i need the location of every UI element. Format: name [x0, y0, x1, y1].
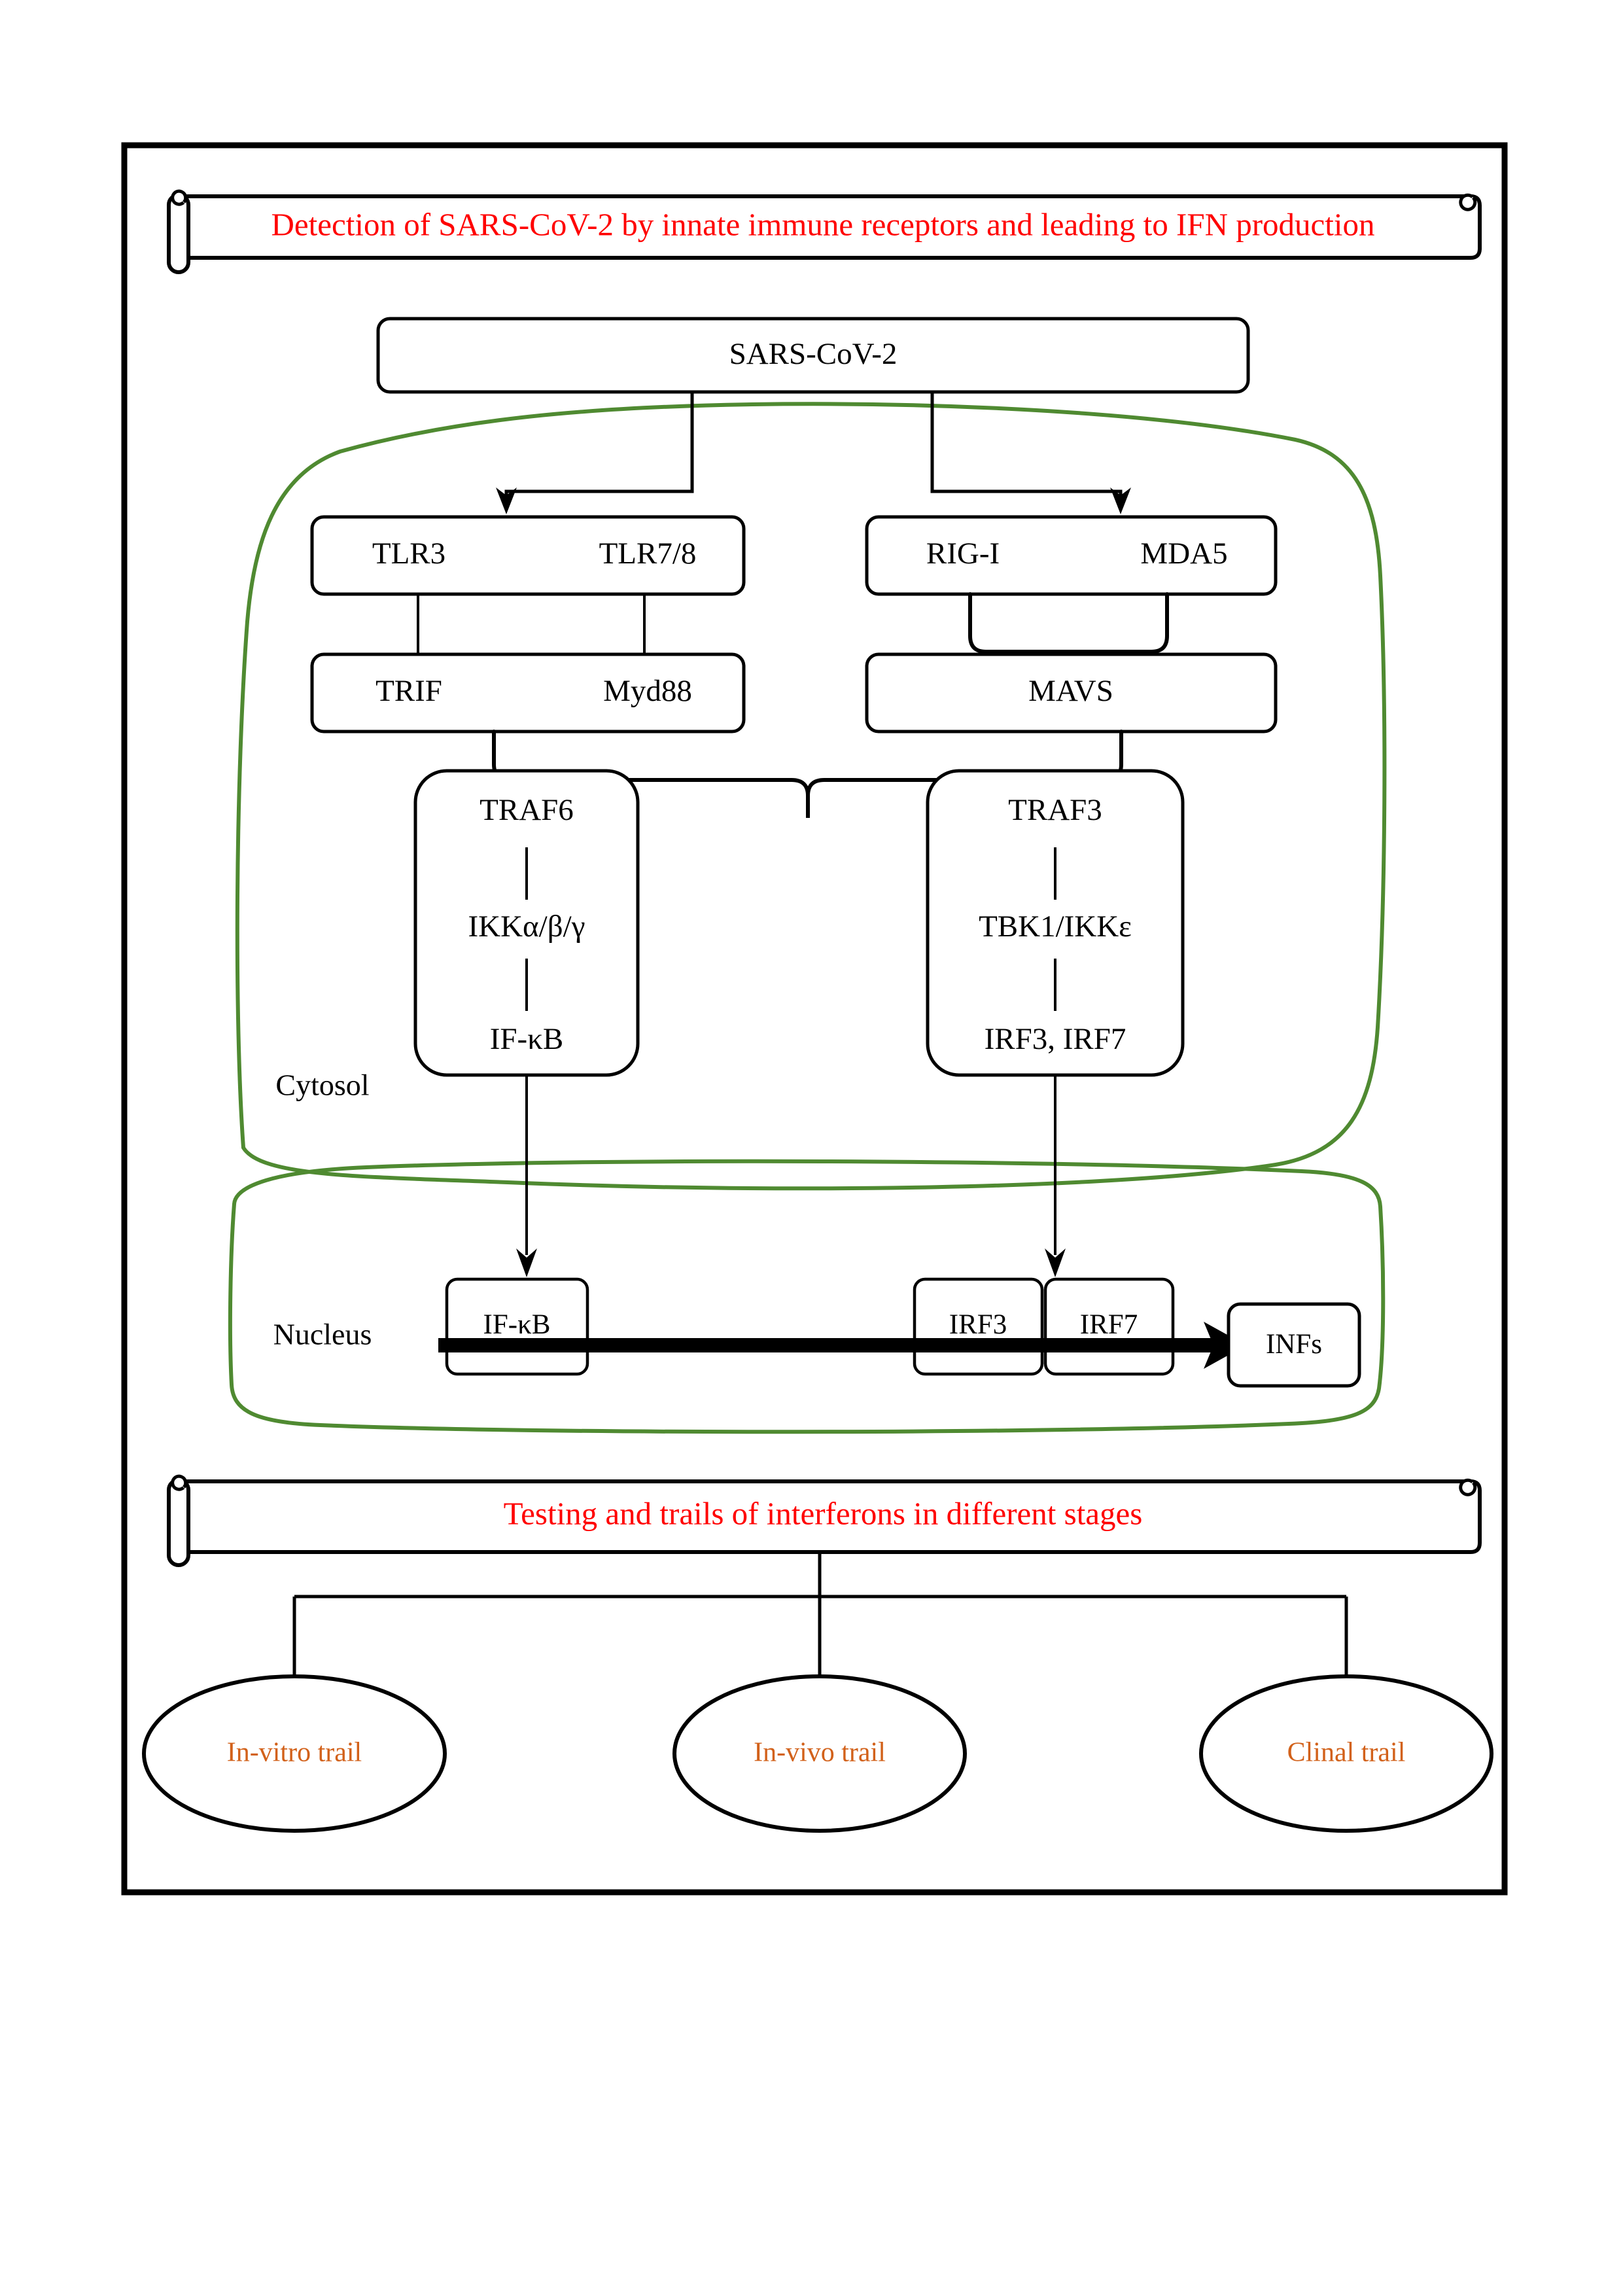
bottom-banner-left-curl	[167, 1478, 190, 1567]
bottom-banner-right-curl	[1459, 1478, 1477, 1496]
arrowhead-virus-to-tlr	[496, 487, 517, 514]
trial-ellipse-in-vivo[interactable]	[672, 1674, 967, 1833]
top-banner-label: Detection of SARS-CoV-2 by innate immune…	[271, 206, 1374, 242]
connector-virus-to-rlr	[930, 392, 1123, 496]
node-rigi-label: RIG-I	[926, 537, 1000, 571]
trial-label-in-vitro: In-vitro trail	[227, 1738, 362, 1768]
node-sars-cov-2-label: SARS-CoV-2	[729, 337, 898, 371]
node-traf3-label: TRAF3	[1008, 793, 1102, 827]
node-myd88-label: Myd88	[603, 674, 692, 708]
brace-rlr-to-mavs	[968, 592, 1169, 654]
node-cyto-irf-label: IRF3, IRF7	[985, 1022, 1126, 1056]
trial-ellipse-in-vitro[interactable]	[142, 1674, 447, 1833]
top-banner-left-curl-inner	[171, 189, 188, 206]
node-infs-label: INFs	[1266, 1329, 1322, 1360]
node-mavs[interactable]	[865, 652, 1278, 733]
node-nucleus-nfkb-label: IF-κB	[483, 1309, 551, 1340]
bottom-banner: Testing and trails of interferons in dif…	[167, 1474, 1482, 1567]
node-adaptors[interactable]	[310, 652, 746, 733]
top-banner-right-curl	[1459, 193, 1477, 211]
trial-label-in-vivo: In-vivo trail	[754, 1738, 886, 1768]
bottom-banner-label: Testing and trails of interferons in dif…	[504, 1495, 1143, 1531]
node-mavs-label: MAVS	[1028, 674, 1113, 708]
outer-frame	[121, 142, 1508, 1896]
cytosol-label: Cytosol	[275, 1069, 369, 1102]
transcription-arrow-head	[1204, 1322, 1246, 1369]
node-nucleus-irf3-label: IRF3	[949, 1309, 1007, 1340]
top-banner: Detection of SARS-CoV-2 by innate immune…	[167, 189, 1482, 274]
nucleus-membrane	[228, 1159, 1386, 1434]
node-nucleus-irf7-label: IRF7	[1080, 1309, 1138, 1340]
arrowhead-nfkb-to-nucleus	[516, 1248, 537, 1277]
nucleus-label: Nucleus	[273, 1318, 372, 1351]
arrowhead-irf-to-nucleus	[1045, 1248, 1066, 1277]
arrowhead-virus-to-rlr	[1110, 487, 1131, 514]
node-rlr-receptors[interactable]	[865, 515, 1278, 596]
node-infs[interactable]	[1227, 1302, 1361, 1388]
trial-label-clinical: Clinal trail	[1287, 1738, 1406, 1768]
node-trif-label: TRIF	[375, 674, 442, 708]
node-traf6-label: TRAF6	[480, 793, 574, 827]
node-ikk-abg-label: IKKα/β/γ	[468, 910, 585, 944]
node-sars-cov-2[interactable]	[376, 317, 1250, 394]
trial-ellipse-clinical[interactable]	[1199, 1674, 1493, 1833]
node-cyto-nfkb-label: IF-κB	[490, 1022, 563, 1056]
node-tlr78-label: TLR7/8	[599, 537, 697, 571]
bottom-banner-left-curl-inner	[171, 1474, 188, 1491]
top-banner-left-curl	[167, 193, 190, 274]
node-tbk1-ikke-label: TBK1/IKKε	[979, 910, 1132, 944]
node-tlr3-label: TLR3	[372, 537, 445, 571]
node-mda5-label: MDA5	[1140, 537, 1227, 571]
connector-virus-to-tlr	[504, 392, 694, 496]
node-tlr-receptors[interactable]	[310, 515, 746, 596]
cytosol-membrane	[235, 402, 1387, 1191]
